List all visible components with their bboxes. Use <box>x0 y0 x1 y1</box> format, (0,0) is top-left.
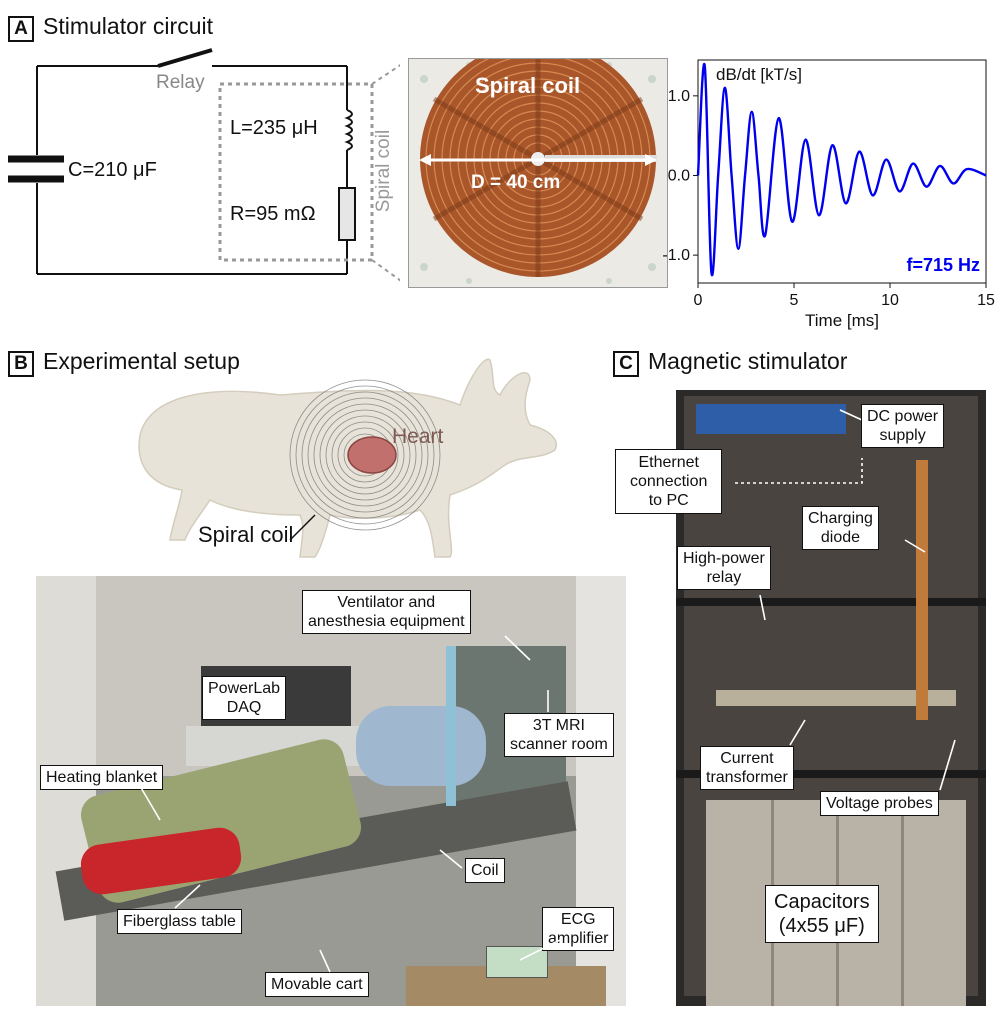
pig-spiral-coil <box>289 379 441 531</box>
y-axis-label: dB/dt [kT/s] <box>716 65 802 84</box>
circuit-diagram <box>8 48 400 282</box>
relay-switch <box>157 48 213 68</box>
callout-movable-cart: Movable cart <box>265 972 369 997</box>
lab-ecg-box <box>486 946 548 978</box>
panel-b-letter: B <box>8 351 34 377</box>
panel-a-letter: A <box>8 16 34 42</box>
dbdt-series-line <box>696 62 987 277</box>
diameter-label: D = 40 cm <box>471 172 561 193</box>
heart-label: Heart <box>392 425 444 448</box>
inductance-label: L=235 μH <box>230 117 318 139</box>
x-tick-label: 10 <box>881 292 899 309</box>
heart-shape <box>347 436 397 474</box>
panel-a-title: Stimulator circuit <box>43 13 213 39</box>
shelf-lower <box>676 770 986 778</box>
y-tick-label: 0.0 <box>668 167 690 184</box>
callout-coil: Coil <box>465 858 505 883</box>
zoom-line-bottom <box>371 259 400 282</box>
photo-title: Spiral coil <box>475 73 581 98</box>
x-tick-label: 15 <box>977 292 995 309</box>
relay-board <box>716 690 956 706</box>
panel-b-title: Experimental setup <box>43 348 240 374</box>
y-tick-label: -1.0 <box>662 247 690 264</box>
panel-c-title: Magnetic stimulator <box>648 348 848 374</box>
callout-heating-blanket: Heating blanket <box>40 765 164 790</box>
coil-dashed-box <box>218 82 374 262</box>
callout-fiberglass-table: Fiberglass table <box>117 909 242 934</box>
callout-voltage-probes: Voltage probes <box>820 791 939 816</box>
shelf-upper <box>676 598 986 606</box>
coil-pointer <box>289 514 316 541</box>
lab-blue-drape <box>356 706 486 786</box>
lab-door-left <box>36 576 96 1006</box>
resistor <box>338 187 356 241</box>
panel-c-letter: C <box>613 351 639 377</box>
frequency-annotation: f=715 Hz <box>906 255 980 275</box>
lab-photo <box>36 576 626 1006</box>
callout-capacitors: Capacitors(4x55 μF) <box>765 885 879 943</box>
inductor-coil <box>344 109 353 151</box>
relay-label: Relay <box>156 72 205 93</box>
lab-tube <box>446 646 456 806</box>
copper-strip <box>916 460 928 720</box>
y-tick-label: 1.0 <box>668 88 690 105</box>
x-tick-label: 0 <box>694 292 703 309</box>
pig-illustration <box>138 358 557 558</box>
spiral-coil-photo: Spiral coil D = 40 cm <box>408 58 668 288</box>
dc-supply-unit <box>696 404 846 434</box>
spiral-coil-drawing <box>419 59 657 284</box>
x-axis-label: Time [ms] <box>805 311 879 330</box>
x-tick-label: 5 <box>790 292 799 309</box>
zoom-line-top <box>371 64 400 85</box>
capacitance-label: C=210 μF <box>68 159 157 181</box>
resistance-label: R=95 mΩ <box>230 203 316 225</box>
pig-coil-label: Spiral coil <box>198 522 294 547</box>
coil-side-label: Spiral coil <box>373 129 395 213</box>
chart-frame <box>697 59 987 284</box>
